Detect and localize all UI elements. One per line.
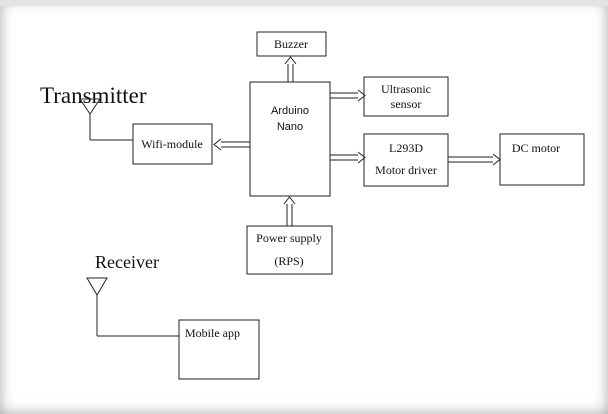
wifi-module-label: Wifi-module <box>141 137 203 151</box>
mobile-app-label: Mobile app <box>185 326 240 340</box>
power-to-arduino-arrow <box>283 196 296 226</box>
mobile-app-block: Mobile app <box>178 319 260 380</box>
arduino-to-motor-driver-arrow <box>330 151 366 164</box>
arduino-label-line1: Arduino <box>271 105 309 117</box>
motor-driver-label-line1: L293D <box>389 141 423 155</box>
arduino-to-buzzer-arrow <box>284 56 297 82</box>
transmitter-antenna-icon <box>79 98 133 141</box>
power-supply-label-line2: (RPS) <box>274 254 303 268</box>
arduino-to-wifi-arrow <box>213 138 250 151</box>
top-edge <box>0 0 608 6</box>
arduino-nano-block: Arduino Nano <box>249 81 331 197</box>
ultrasonic-label-line1: Ultrasonic <box>381 82 431 96</box>
power-supply-block: Power supply (RPS) <box>246 225 333 275</box>
motor-driver-to-dc-motor-arrow <box>448 153 501 166</box>
motor-driver-label-line2: Motor driver <box>375 163 437 177</box>
dc-motor-label: DC motor <box>512 141 560 155</box>
power-supply-label-line1: Power supply <box>256 231 322 245</box>
ultrasonic-label-line2: sensor <box>391 97 422 111</box>
arduino-to-ultrasonic-arrow <box>330 89 366 102</box>
transmitter-label: Transmitter <box>40 83 147 108</box>
arduino-label-line2: Nano <box>277 121 303 133</box>
receiver-label: Receiver <box>95 252 159 272</box>
wifi-module-block: Wifi-module <box>132 123 213 165</box>
buzzer-block: Buzzer <box>256 31 327 57</box>
buzzer-label: Buzzer <box>274 37 308 51</box>
dc-motor-block: DC motor <box>499 133 585 186</box>
ultrasonic-sensor-block: Ultrasonic sensor <box>363 76 449 117</box>
receiver-antenna-icon <box>86 277 179 337</box>
motor-driver-block: L293D Motor driver <box>363 133 449 187</box>
